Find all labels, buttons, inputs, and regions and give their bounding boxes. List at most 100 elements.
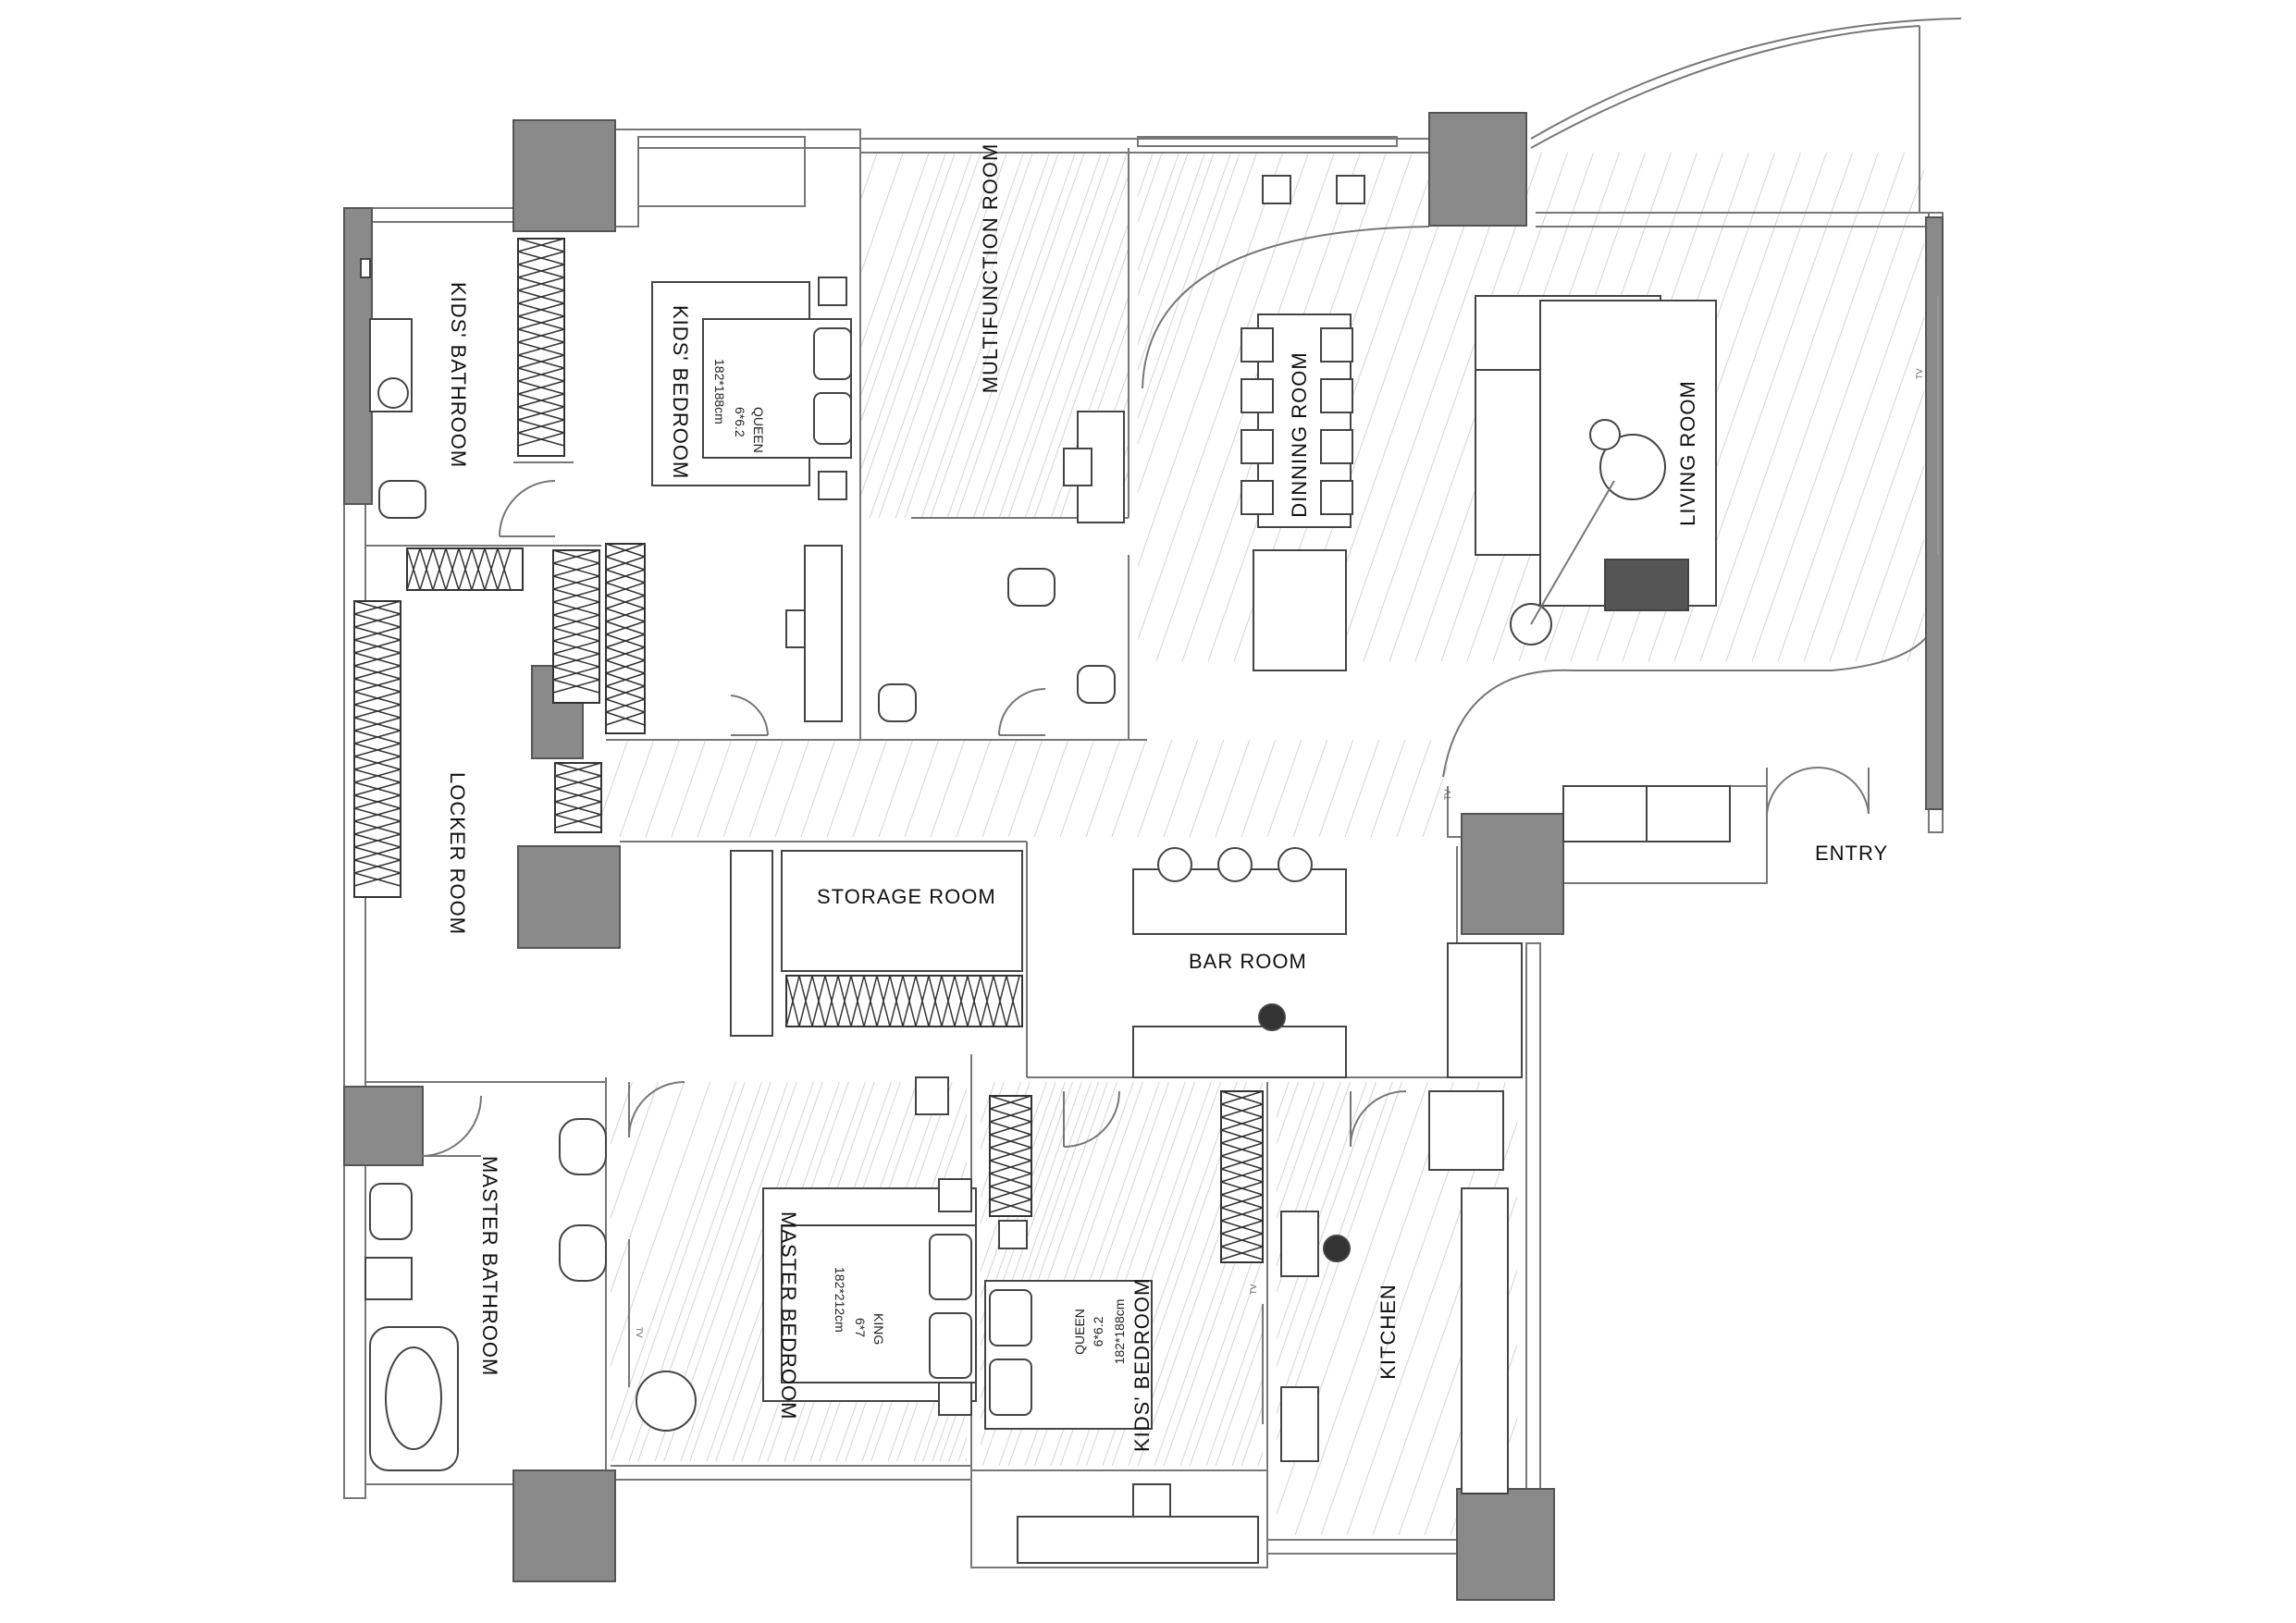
wardrobe-hanger-line xyxy=(989,1095,1032,1110)
floor-plank-line xyxy=(1052,153,1231,662)
floor-plank-line xyxy=(257,740,291,837)
tv-labels: TV TV TV TV xyxy=(635,368,1924,1337)
floor-plank-line xyxy=(1337,153,1516,662)
kitchen-island xyxy=(1253,549,1347,671)
wardrobe-hanger-line xyxy=(605,711,646,726)
floor-plank-line xyxy=(800,739,836,838)
wardrobe-hanger-line xyxy=(605,543,646,558)
nightstand xyxy=(998,1220,1028,1249)
wardrobe-hanger-line xyxy=(353,704,401,719)
door-swing xyxy=(499,480,556,537)
window-seat xyxy=(637,136,806,207)
floor-plank-line xyxy=(645,739,681,838)
floor-plank-line xyxy=(748,739,784,838)
floor-plank-line xyxy=(610,1081,746,1467)
floor-plank-line xyxy=(283,740,317,837)
tv-label-kids-bottom: TV xyxy=(1249,1284,1258,1295)
floor-plank-line xyxy=(878,153,1007,519)
toilet-icon xyxy=(1077,665,1116,704)
wardrobe-hanger-line xyxy=(353,807,401,822)
tv-label-bar: TV xyxy=(1443,789,1452,800)
wardrobe-hanger-line xyxy=(850,975,865,1027)
wardrobe-hanger-line xyxy=(517,251,565,265)
wardrobe-hanger-line xyxy=(471,547,486,591)
column xyxy=(517,845,621,949)
chair xyxy=(1336,175,1365,204)
wardrobe-hanger-line xyxy=(517,264,565,278)
floor-plank-line xyxy=(619,739,655,838)
wardrobe-hanger-line xyxy=(1220,1194,1264,1209)
room-label-kids-bathroom: KIDS' BATHROOM xyxy=(447,282,470,468)
wardrobe-hanger-line xyxy=(517,354,565,369)
wardrobe-hanger-line xyxy=(552,562,600,577)
floor-plank-line xyxy=(309,740,343,837)
wardrobe xyxy=(353,600,401,898)
floor-plank-line xyxy=(231,740,265,837)
bar-back-counter xyxy=(1132,1026,1347,1078)
wardrobe-hanger-line xyxy=(517,367,565,382)
floor-plank-line xyxy=(1372,1081,1532,1535)
wardrobe-hanger-line xyxy=(552,549,600,564)
floor-plank-line xyxy=(1318,739,1354,838)
floor-plank-line xyxy=(1111,739,1147,838)
wardrobe-hanger-line xyxy=(1220,1116,1264,1131)
wardrobe-hanger-line xyxy=(353,613,401,628)
floor-plank-line xyxy=(1111,153,1241,519)
floor-plank-line xyxy=(904,739,940,838)
dining-chair xyxy=(1241,378,1274,413)
furniture xyxy=(360,175,1939,1564)
entry-cabinet xyxy=(1562,785,1648,842)
curved-wall xyxy=(1142,226,1430,389)
floor-plank-line xyxy=(1085,739,1121,838)
bed-cm-master: 182*212cm xyxy=(833,1267,847,1333)
toilet-icon xyxy=(369,1183,413,1240)
wardrobe-hanger-line xyxy=(1220,1129,1264,1144)
wardrobe-hanger-line xyxy=(1220,1207,1264,1222)
wardrobe-hanger-line xyxy=(837,975,852,1027)
wardrobe-hanger-line xyxy=(605,582,646,596)
wardrobe-hanger-line xyxy=(517,328,565,343)
wardrobe-hanger-line xyxy=(353,665,401,680)
wardrobe-hanger-line xyxy=(517,315,565,330)
floor-plank-line xyxy=(826,739,862,838)
wardrobe-hanger-line xyxy=(552,614,600,629)
dining-chair xyxy=(1320,429,1353,464)
wardrobe-hanger-line xyxy=(811,975,826,1027)
floor-plank-line xyxy=(1829,153,1924,662)
wardrobe-hanger-line xyxy=(406,547,421,591)
wardrobe-hanger-line xyxy=(353,756,401,770)
wardrobe-hanger-line xyxy=(353,717,401,732)
wardrobe-hanger-line xyxy=(353,691,401,706)
floor-plank-line xyxy=(1179,1081,1315,1467)
toilet-icon xyxy=(378,480,426,519)
floor-plank-line xyxy=(1189,739,1225,838)
wardrobe-hanger-line xyxy=(1220,1090,1264,1105)
wardrobe-hanger-line xyxy=(554,814,602,829)
bed-type-master: KING xyxy=(871,1313,886,1345)
nightstand xyxy=(938,1382,972,1416)
tv-label-master: TV xyxy=(635,1327,644,1338)
floor-plank-line xyxy=(981,739,1018,838)
floor-plank-line xyxy=(1191,1081,1351,1535)
columns xyxy=(343,112,1944,1601)
wardrobe-hanger-line xyxy=(353,872,401,887)
nightstand xyxy=(818,277,847,306)
wardrobe-hanger-line xyxy=(554,788,602,803)
wardrobe-hanger-line xyxy=(1220,1103,1264,1118)
room-label-master-bedroom: MASTER BEDROOM xyxy=(777,1211,800,1420)
dining-chair xyxy=(1320,327,1353,363)
floor-hatching xyxy=(231,153,1924,1535)
floor-plank-line xyxy=(1294,1081,1454,1535)
fridge xyxy=(1428,1090,1504,1171)
entry-cabinet xyxy=(1447,942,1523,1078)
kitchen-counter xyxy=(1461,1187,1509,1494)
wardrobe-hanger-line xyxy=(605,685,646,700)
wardrobe-hanger-line xyxy=(928,975,943,1027)
floor-plank-line xyxy=(1163,739,1199,838)
bar-stool xyxy=(1157,847,1192,882)
floor-plank-line xyxy=(1370,739,1406,838)
floor-plank-line xyxy=(687,1081,823,1467)
kids-bed-north-wall xyxy=(513,129,861,227)
tv-label-living: TV xyxy=(1915,368,1924,379)
